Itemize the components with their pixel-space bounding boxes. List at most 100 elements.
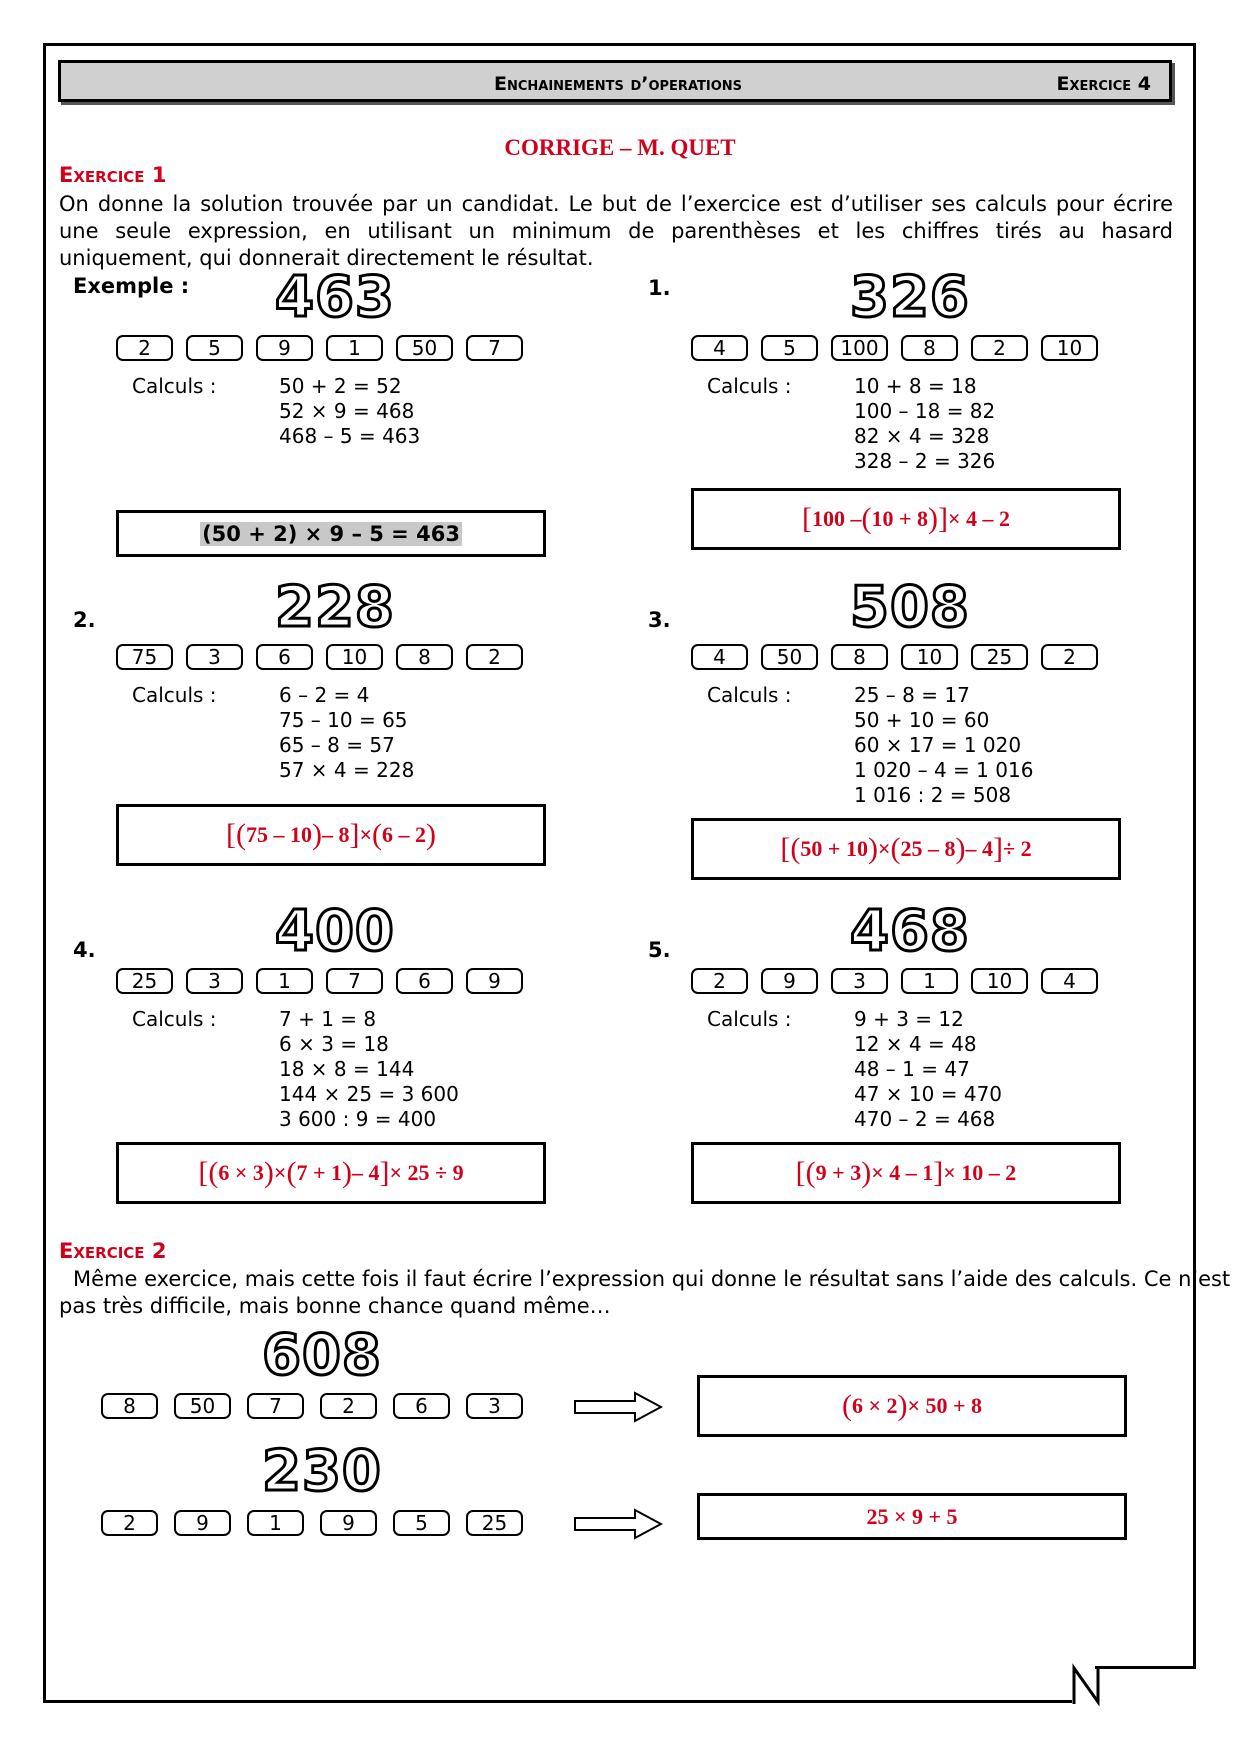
page-frame-left — [43, 43, 46, 1703]
arrow-right-icon — [574, 1508, 663, 1540]
item-3-target: 508 — [849, 575, 971, 640]
number-tile: 3 — [831, 968, 888, 994]
number-tile: 1 — [326, 335, 383, 361]
bracket: ) — [928, 502, 938, 535]
answer-part: × 4 – 1 — [871, 1160, 934, 1185]
number-tile: 2 — [466, 644, 523, 670]
calc-line: 7 + 1 = 8 — [279, 1007, 377, 1031]
calc-line: 6 – 2 = 4 — [279, 683, 370, 707]
calc-label: Calculs : — [132, 1007, 217, 1031]
number-tile: 9 — [761, 968, 818, 994]
number-tile: 8 — [901, 335, 958, 361]
number-tile: 4 — [691, 335, 748, 361]
number-tile: 8 — [101, 1393, 158, 1419]
bracket: ( — [841, 1389, 852, 1422]
item-3-label: 3. — [648, 608, 671, 632]
item-3-calc-lines: 25 – 8 = 17 50 + 10 = 60 60 × 17 = 1 020… — [854, 683, 1033, 808]
number-tile: 1 — [256, 968, 313, 994]
number-tile: 1 — [247, 1510, 304, 1536]
item-1-tiles: 4 5 100 8 2 10 — [691, 335, 1098, 361]
exercise-2-title: Exercice 2 — [59, 1239, 167, 1263]
calc-line: 3 600 : 9 = 400 — [279, 1107, 437, 1131]
item-5-calc-lines: 9 + 3 = 12 12 × 4 = 48 48 – 1 = 47 47 × … — [854, 1007, 1002, 1132]
bracket: ( — [286, 1156, 297, 1189]
answer-part: × — [273, 1160, 287, 1185]
answer-part: 6 × 2 — [851, 1393, 898, 1418]
exercise-2-intro-line1: Même exercice, mais cette fois il faut é… — [73, 1267, 1231, 1291]
answer-part: × 10 – 2 — [943, 1160, 1017, 1185]
example-label: Exemple : — [73, 274, 190, 298]
number-tile: 3 — [186, 644, 243, 670]
number-tile: 2 — [101, 1510, 158, 1536]
number-tile: 9 — [320, 1510, 377, 1536]
number-tile: 2 — [691, 968, 748, 994]
calc-label: Calculs : — [707, 1007, 792, 1031]
answer-part: × 50 + 8 — [907, 1393, 983, 1418]
ex2-item-1-answer-box: (6 × 2) × 50 + 8 — [697, 1375, 1127, 1437]
item-4-calc-lines: 7 + 1 = 8 6 × 3 = 18 18 × 8 = 144 144 × … — [279, 1007, 459, 1132]
number-tile: 9 — [256, 335, 313, 361]
bracket: [ — [198, 1156, 209, 1189]
ex2-item-2-answer-box: 25 × 9 + 5 — [697, 1493, 1127, 1540]
ex2-item-2-tiles: 2 9 1 9 5 25 — [101, 1510, 523, 1536]
number-tile: 6 — [256, 644, 313, 670]
bracket: [ — [780, 832, 791, 865]
number-tile: 7 — [466, 335, 523, 361]
calc-line: 52 × 9 = 468 — [279, 399, 415, 423]
number-tile: 5 — [393, 1510, 450, 1536]
number-tile: 25 — [466, 1510, 523, 1536]
ex2-item-2-answer: 25 × 9 + 5 — [866, 1503, 958, 1529]
number-tile: 7 — [326, 968, 383, 994]
answer-part: – 8 — [321, 822, 350, 847]
item-2-tiles: 75 3 6 10 8 2 — [116, 644, 523, 670]
item-5-target: 468 — [849, 899, 971, 964]
ex2-item-1-tiles: 8 50 7 2 6 3 — [101, 1393, 523, 1419]
frame-corner-mark-icon — [1072, 1663, 1100, 1706]
calc-line: 12 × 4 = 48 — [854, 1032, 977, 1056]
bracket: ] — [349, 818, 360, 851]
answer-part: × — [877, 836, 891, 861]
page-frame-top — [43, 43, 1196, 46]
item-4-label: 4. — [73, 938, 96, 962]
number-tile: 8 — [831, 644, 888, 670]
number-tile: 25 — [116, 968, 173, 994]
calc-line: 48 – 1 = 47 — [854, 1057, 970, 1081]
exercise-1-title: Exercice 1 — [59, 163, 167, 187]
number-tile: 5 — [186, 335, 243, 361]
calc-line: 50 + 10 = 60 — [854, 708, 990, 732]
exercise-1-intro: On donne la solution trouvée par un cand… — [59, 192, 1173, 270]
page-frame-bottom — [43, 1700, 1072, 1703]
calc-line: 65 – 8 = 57 — [279, 733, 395, 757]
item-2-calc-lines: 6 – 2 = 4 75 – 10 = 65 65 – 8 = 57 57 × … — [279, 683, 414, 783]
bracket: [ — [795, 1156, 806, 1189]
calc-line: 468 – 5 = 463 — [279, 424, 421, 448]
number-tile: 50 — [396, 335, 453, 361]
number-tile: 2 — [971, 335, 1028, 361]
answer-part: 50 + 10 — [800, 836, 868, 861]
bracket: ) — [861, 1156, 872, 1189]
answer-part: × 25 ÷ 9 — [389, 1160, 464, 1185]
number-tile: 10 — [326, 644, 383, 670]
item-2-label: 2. — [73, 608, 96, 632]
answer-part: – 4 — [352, 1160, 380, 1185]
ex2-item-2-target: 230 — [261, 1439, 383, 1504]
item-2-target: 228 — [274, 575, 396, 640]
bracket: [ — [225, 818, 236, 851]
answer-part: 75 – 10 — [245, 822, 312, 847]
calc-label: Calculs : — [707, 374, 792, 398]
calc-label: Calculs : — [707, 683, 792, 707]
number-tile: 1 — [901, 968, 958, 994]
header-exercise: Exercice 4 — [1056, 73, 1151, 95]
item-1-calc-lines: 10 + 8 = 18 100 – 18 = 82 82 × 4 = 328 3… — [854, 374, 995, 474]
bracket: ] — [993, 832, 1003, 865]
item-1-label: 1. — [648, 276, 671, 300]
calc-line: 82 × 4 = 328 — [854, 424, 990, 448]
bracket: [ — [801, 502, 812, 535]
number-tile: 10 — [971, 968, 1028, 994]
answer-part: × 4 – 2 — [948, 506, 1011, 531]
answer-part: 10 + 8 — [871, 506, 928, 531]
item-4-target: 400 — [274, 899, 396, 964]
bracket: ] — [379, 1156, 390, 1189]
item-5-tiles: 2 9 3 1 10 4 — [691, 968, 1098, 994]
item-4-answer-box: [(6 × 3) × (7 + 1) – 4] × 25 ÷ 9 — [116, 1142, 546, 1204]
